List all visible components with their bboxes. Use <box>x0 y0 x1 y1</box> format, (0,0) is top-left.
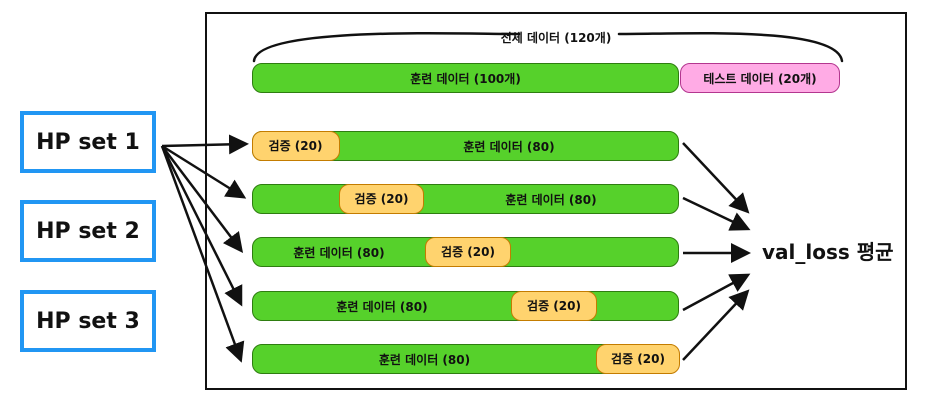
data-split-frame: 전체 데이터 (120개) 훈련 데이터 (100개) 테스트 데이터 (20개… <box>205 12 907 390</box>
hp-set-1-box: HP set 1 <box>20 111 156 173</box>
fold-1-bar: 검증 (20) 훈련 데이터 (80) <box>251 130 679 161</box>
arrow-hp-to-fold-4 <box>160 145 243 307</box>
arrow-fold-4-to-result <box>682 273 751 312</box>
arrow-hp-to-fold-3 <box>161 145 244 253</box>
fold-1-train-label: 훈련 데이터 (80) <box>463 139 555 154</box>
fold-3-bar: 훈련 데이터 (80) 검증 (20) <box>252 236 679 267</box>
train-data-label: 훈련 데이터 (100개) <box>410 71 521 86</box>
fold-1-validation: 검증 (20) <box>251 130 340 161</box>
fold-2-train-label: 훈련 데이터 (80) <box>505 192 597 207</box>
arrow-hp-to-fold-5 <box>160 145 245 363</box>
fold-4-validation: 검증 (20) <box>511 290 597 321</box>
hp-set-3-box: HP set 3 <box>20 290 156 352</box>
fold-5-bar: 훈련 데이터 (80) 검증 (20) <box>252 343 680 374</box>
fold-3-validation: 검증 (20) <box>425 236 511 267</box>
fold-5-train-label: 훈련 데이터 (80) <box>378 352 471 367</box>
arrow-fold-5-to-result <box>682 289 750 361</box>
total-brace <box>252 31 844 63</box>
arrow-fold-2-to-result <box>682 196 751 231</box>
fold-3-train-label: 훈련 데이터 (80) <box>293 245 385 260</box>
fold-4-train-label: 훈련 데이터 (80) <box>336 299 428 314</box>
train-data-bar: 훈련 데이터 (100개) <box>252 63 679 93</box>
fold-4-bar: 훈련 데이터 (80) 검증 (20) <box>252 290 679 321</box>
hp-set-2-box: HP set 2 <box>20 200 156 262</box>
test-data-bar: 테스트 데이터 (20개) <box>680 63 840 93</box>
fold-5-validation: 검증 (20) <box>596 343 680 374</box>
arrow-hp-to-fold-1 <box>161 134 249 155</box>
val-loss-average-label: val_loss 평균 <box>762 240 894 264</box>
fold-2-validation: 검증 (20) <box>339 183 424 214</box>
total-data-label: 전체 데이터 (120개) <box>500 31 612 45</box>
fold-2-bar: 검증 (20) 훈련 데이터 (80) <box>252 183 679 214</box>
arrow-hp-to-fold-2 <box>161 144 247 199</box>
arrow-fold-1-to-result <box>682 142 750 214</box>
